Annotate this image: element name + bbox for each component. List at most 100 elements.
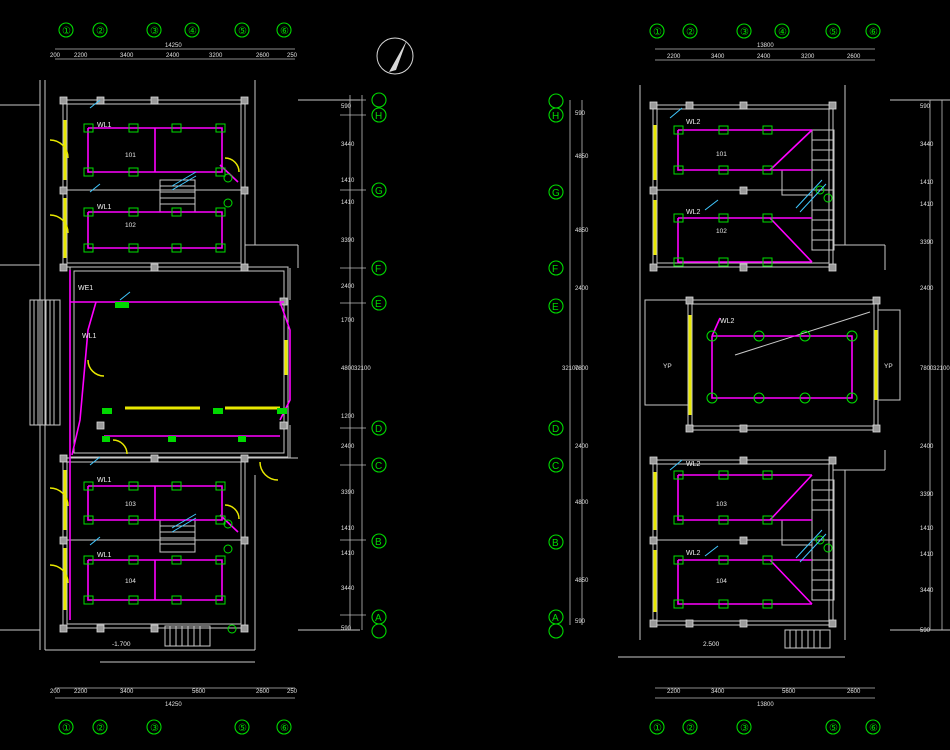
- dimension: 7800: [575, 366, 589, 372]
- dimension: 3200: [801, 54, 815, 60]
- bottom-grid-bubbles: ① ② ③ ⑤ ⑥: [58, 719, 292, 735]
- grid-label: ⑤: [238, 26, 247, 37]
- top-grid-bubbles: ① ② ③ ④ ⑤ ⑥: [649, 23, 881, 39]
- grid-label: B: [552, 538, 559, 549]
- elevation-note: -1.700: [112, 641, 131, 648]
- dimension: 3200: [209, 53, 223, 59]
- windows: [63, 120, 288, 610]
- total-dimension: 32100: [933, 366, 950, 372]
- dimension: 1700: [341, 318, 355, 324]
- dimension: 4850: [575, 228, 589, 234]
- dimension: 3440: [341, 586, 355, 592]
- dimension: 1410: [920, 526, 934, 532]
- top-grid-bubbles: ① ② ③ ④ ⑤ ⑥: [58, 22, 292, 38]
- grid-label: D: [552, 424, 559, 435]
- bottom-grid-bubbles: ① ② ③ ⑤ ⑥: [649, 719, 881, 735]
- circuit-label: WL2: [686, 209, 701, 216]
- dimension: 2600: [847, 689, 861, 695]
- dimension: 2400: [166, 53, 180, 59]
- dimension: 1410: [920, 180, 934, 186]
- dimension: 3440: [920, 588, 934, 594]
- grid-label: ②: [96, 26, 105, 37]
- dimension: 2600: [256, 53, 270, 59]
- dimension: 4800: [575, 500, 589, 506]
- dimension: 590: [575, 619, 586, 625]
- total-dimension: 14250: [165, 43, 182, 49]
- dimension: 250: [287, 689, 298, 695]
- grid-label: ⑤: [238, 723, 247, 734]
- dimension: 7800: [920, 366, 934, 372]
- grid-label: F: [375, 264, 381, 275]
- grid-label: G: [375, 186, 383, 197]
- room-number: 102: [716, 228, 727, 235]
- circuit-label: WL2: [686, 550, 701, 557]
- top-dimensions: 13800 2200 3400 2400 3200 2600: [655, 43, 875, 61]
- dimension: 2400: [575, 444, 589, 450]
- grid-label: ③: [150, 723, 159, 734]
- grid-label: A: [552, 613, 559, 624]
- grid-label: ⑥: [280, 26, 289, 37]
- dimension: 2200: [74, 689, 88, 695]
- elevation-note: 2.500: [703, 641, 720, 648]
- room-number: 102: [125, 222, 136, 229]
- grid-label: ⑤: [829, 27, 838, 38]
- dimension: 1410: [341, 551, 355, 557]
- grid-label: H: [552, 111, 559, 122]
- lamp-icons: [673, 125, 858, 609]
- grid-label: G: [552, 188, 560, 199]
- grid-label: E: [552, 302, 559, 313]
- labels: WL2 WL2 WL2 WL2 WL2 101 102 103 104 YP Y…: [663, 119, 893, 648]
- dimension: 2600: [256, 689, 270, 695]
- dimension: 590: [920, 628, 931, 634]
- left-dimensions: 590 4850 4850 2400 7800 2400 4800 4850 5…: [562, 100, 589, 625]
- dimension: 2400: [757, 54, 771, 60]
- plan-right: ① ② ③ ④ ⑤ ⑥ 13800 2200 3400 2400 3200 26…: [548, 23, 950, 735]
- dimension: 2200: [74, 53, 88, 59]
- right-dimensions: 590 3440 1410 1410 3390 2400 7800 2400 3…: [920, 100, 950, 634]
- dimension: 2400: [920, 286, 934, 292]
- grid-label: E: [375, 299, 382, 310]
- dimension: 3390: [920, 492, 934, 498]
- dimension: 3390: [341, 490, 355, 496]
- room-number: 104: [125, 578, 136, 585]
- grid-label: ①: [653, 723, 662, 734]
- circuit-label: WL2: [686, 119, 701, 126]
- doors: [49, 139, 279, 584]
- bottom-dimensions: 2200 3400 5600 2600 13800: [655, 687, 875, 708]
- circuit-label: WE1: [78, 285, 93, 292]
- side-label: YP: [884, 363, 893, 370]
- grid-label: H: [375, 111, 382, 122]
- dimension: 590: [920, 104, 931, 110]
- dimension: 2200: [667, 689, 681, 695]
- circuit-label: WL2: [720, 318, 735, 325]
- grid-label: C: [375, 461, 382, 472]
- grid-label: ①: [653, 27, 662, 38]
- plan-left: ① ② ③ ④ ⑤ ⑥ 14250 200 2200 3400 2400 320…: [0, 22, 387, 735]
- labels: WL1 WL1 WE1 WL1 WL1 WL1 101 102 103 104 …: [78, 122, 136, 648]
- total-dimension: 13800: [757, 702, 774, 708]
- dimension: 200: [50, 53, 61, 59]
- dimension: 3390: [920, 240, 934, 246]
- dimension: 3440: [920, 142, 934, 148]
- dimension: 4850: [575, 154, 589, 160]
- row-grid-bubbles: H G F E D C B A: [371, 92, 387, 639]
- dimension: 2400: [341, 284, 355, 290]
- circuit-label: WL1: [82, 333, 97, 340]
- grid-label: ⑥: [869, 27, 878, 38]
- dimension: 1410: [341, 200, 355, 206]
- grid-label: ③: [740, 723, 749, 734]
- circuit-label: WL2: [686, 461, 701, 468]
- dimension: 3400: [711, 689, 725, 695]
- dimension: 2600: [847, 54, 861, 60]
- wiring: [677, 129, 853, 605]
- dimension: 590: [341, 104, 352, 110]
- grid-label: B: [375, 537, 382, 548]
- north-arrow-icon: [376, 37, 414, 75]
- grid-label: ⑤: [829, 723, 838, 734]
- total-dimension: 32100: [562, 366, 579, 372]
- grid-label: ⑥: [280, 723, 289, 734]
- dimension: 4850: [575, 578, 589, 584]
- dimension: 1410: [341, 526, 355, 532]
- grid-label: ④: [778, 27, 787, 38]
